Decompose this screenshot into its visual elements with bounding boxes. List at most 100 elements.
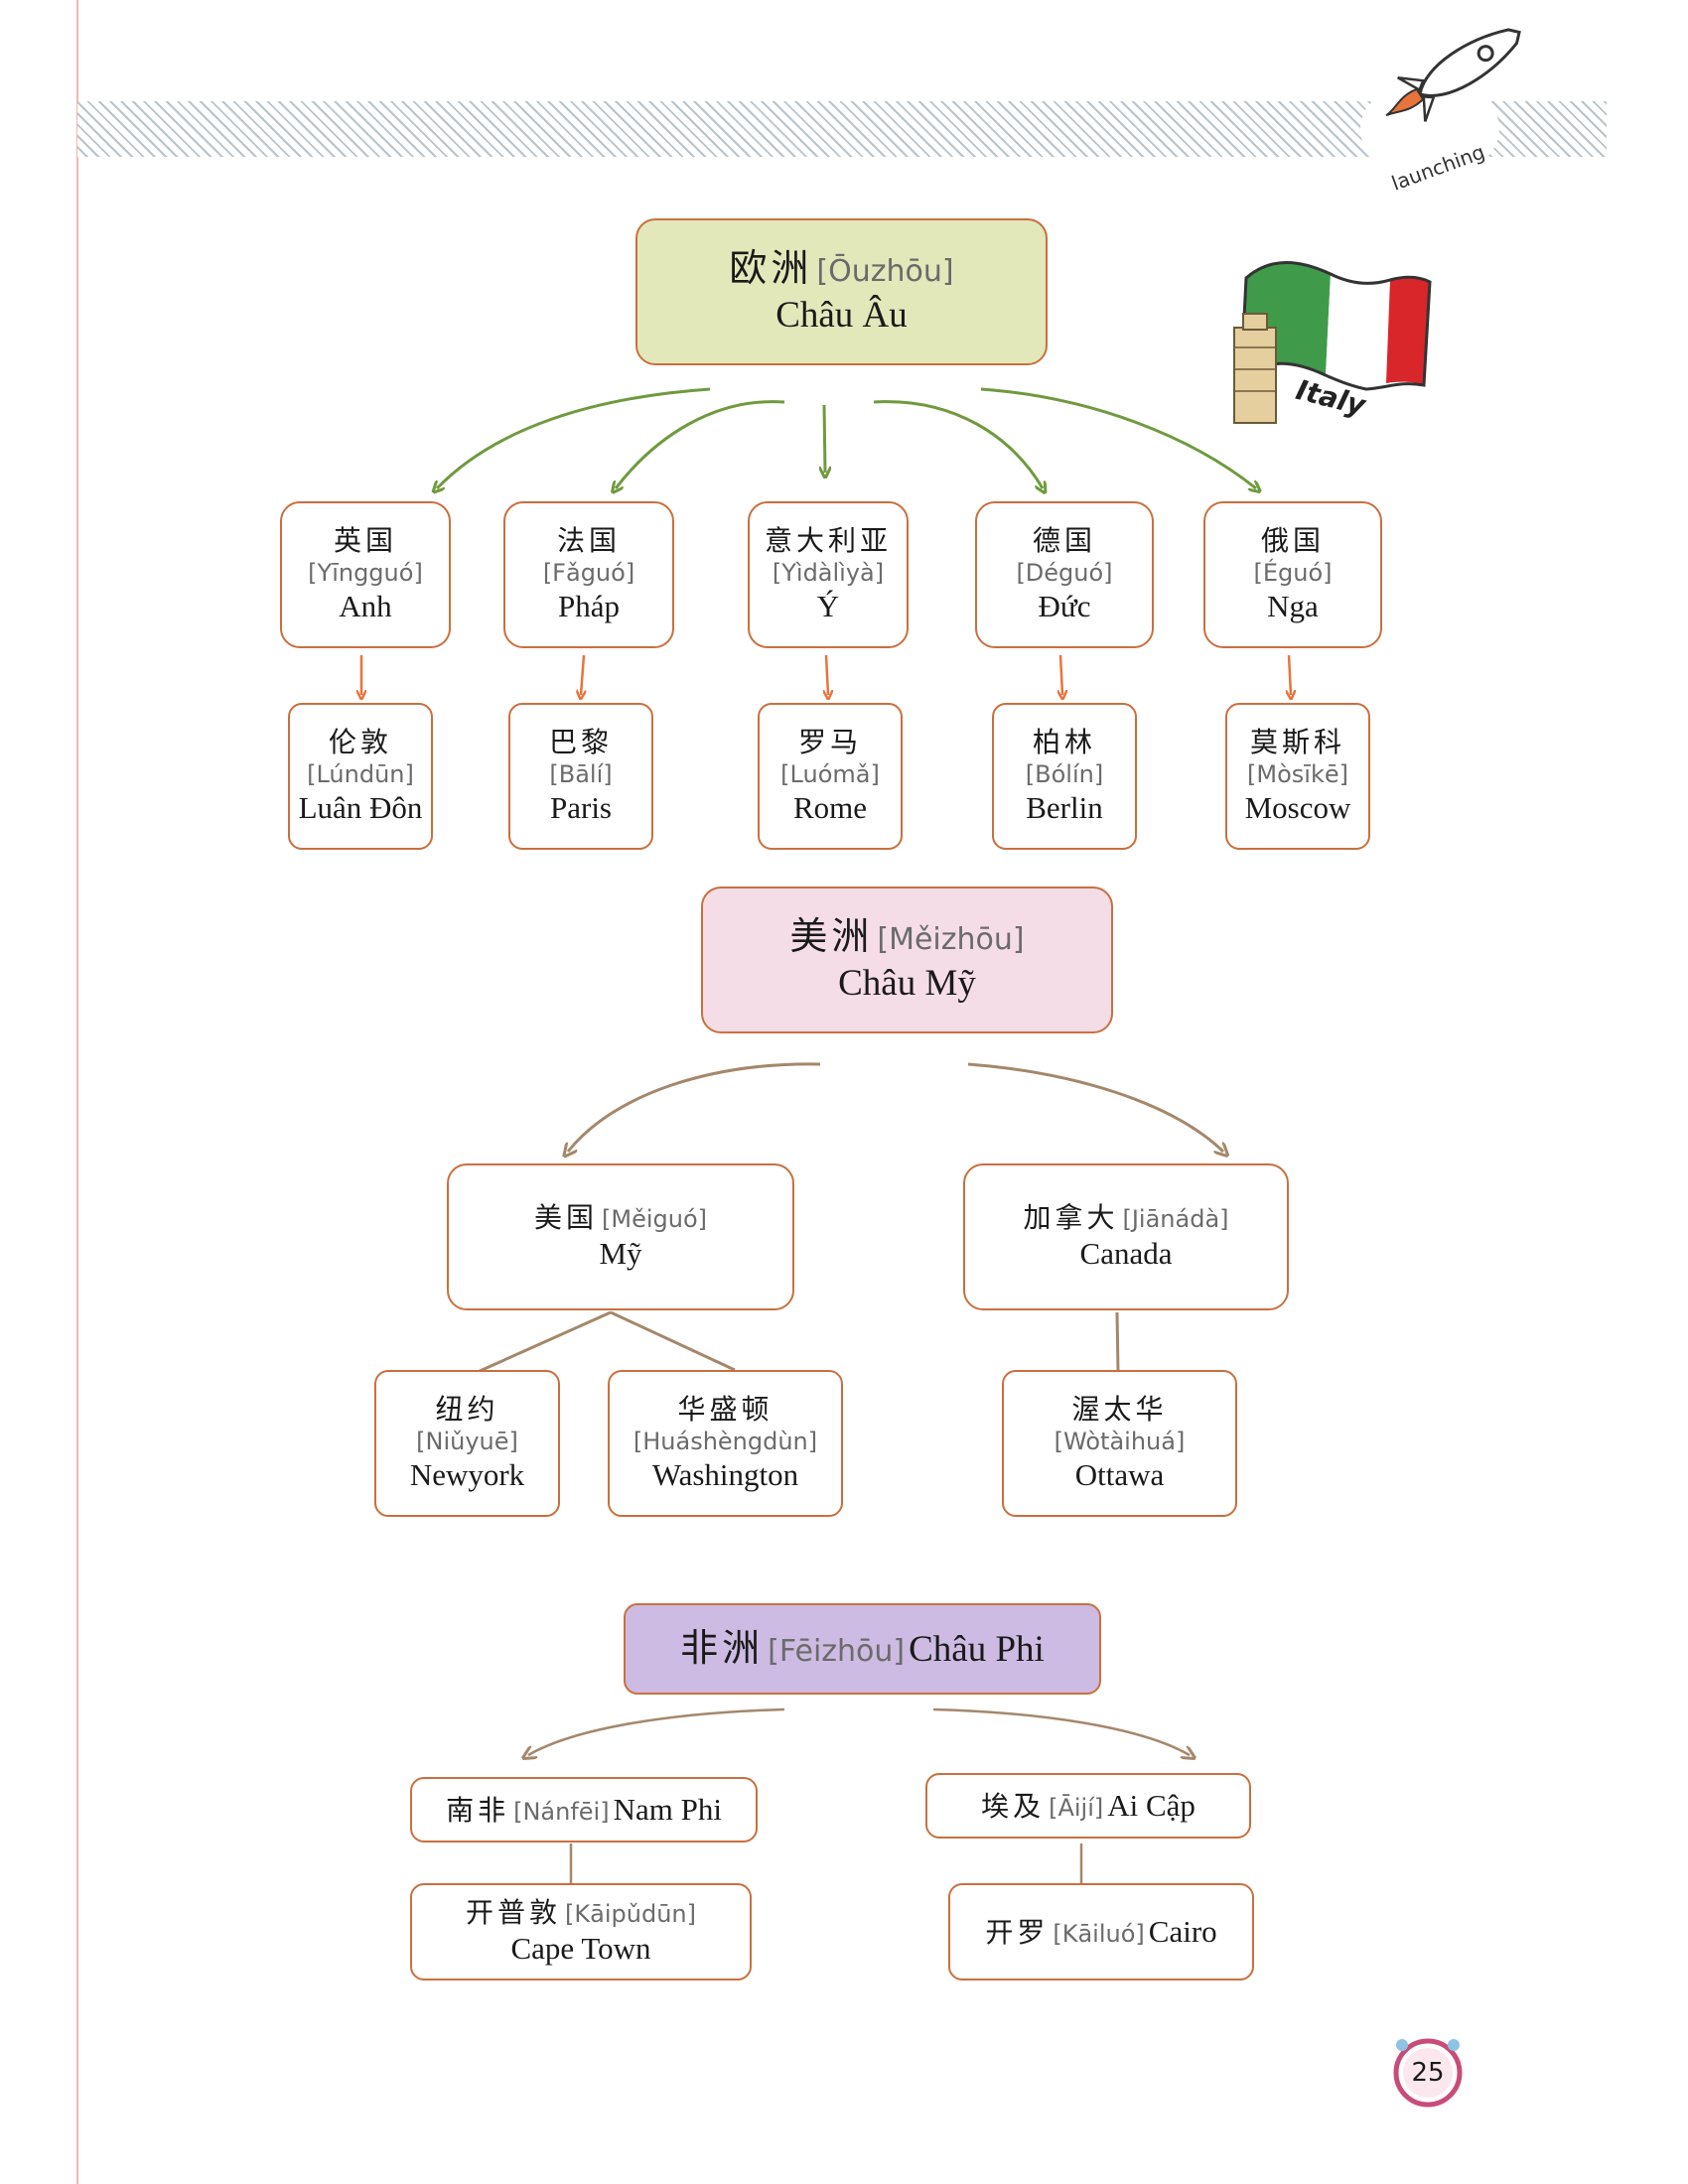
country-zh: 法国 <box>556 524 621 558</box>
europe-connectors <box>437 387 1256 488</box>
continent-america-vi: Châu Mỹ <box>838 962 976 1004</box>
country-zh: 俄国 <box>1260 524 1325 558</box>
country-box-south-africa: 南非 [Nánfēi] Nam Phi <box>410 1777 758 1843</box>
country-pinyin: [Yīngguó] <box>308 559 423 588</box>
capital-box-london: 伦敦 [Lúndūn] Luân Đôn <box>288 703 433 850</box>
continent-box-africa: 非洲 [Fēizhōu] Châu Phi <box>624 1603 1101 1695</box>
capital-pinyin: [Lúndūn] <box>307 760 414 789</box>
country-vi: Mỹ <box>599 1236 642 1272</box>
capital-pinyin: [Bólín] <box>1025 760 1104 789</box>
country-zh: 意大利亚 <box>764 524 892 558</box>
country-pinyin: [Fǎguó] <box>542 559 635 588</box>
country-pinyin: [Éguó] <box>1253 559 1333 588</box>
city-zh: 华盛顿 <box>677 1393 774 1427</box>
continent-box-america: 美洲 [Měizhōu] Châu Mỹ <box>701 887 1113 1033</box>
capital-zh: 罗马 <box>797 726 862 759</box>
rocket-icon <box>1385 28 1521 122</box>
capital-zh: 伦敦 <box>328 726 392 759</box>
country-box-russia: 俄国 [Éguó] Nga <box>1203 501 1382 648</box>
country-pinyin: [Jiānádà] <box>1122 1205 1229 1234</box>
city-box-newyork: 纽约 [Niǔyuē] Newyork <box>374 1370 560 1517</box>
continent-america-pinyin: [Měizhōu] <box>877 922 1025 958</box>
country-box-uk: 英国 [Yīngguó] Anh <box>280 501 451 648</box>
country-pinyin: [Nánfēi] <box>513 1797 610 1826</box>
continent-europe-pinyin: [Ōuzhōu] <box>816 254 954 290</box>
page-number-text: 25 <box>1411 2058 1445 2088</box>
continent-box-europe: 欧洲 [Ōuzhōu] Châu Âu <box>635 218 1048 365</box>
launching-label: launching <box>1388 140 1487 196</box>
header-hatch-band <box>77 101 1607 157</box>
continent-africa-zh: 非洲 <box>680 1625 765 1670</box>
europe-capital-connectors <box>361 654 1291 695</box>
capital-box-paris: 巴黎 [Bālí] Paris <box>508 703 653 850</box>
country-zh: 埃及 <box>981 1789 1046 1823</box>
capital-box-berlin: 柏林 [Bólín] Berlin <box>992 703 1137 850</box>
capital-zh: 开普敦 <box>466 1896 562 1930</box>
country-zh: 德国 <box>1032 524 1096 558</box>
country-vi: Ai Cập <box>1107 1787 1196 1823</box>
country-pinyin: [Měiguó] <box>602 1205 707 1234</box>
city-box-washington: 华盛顿 [Huáshèngdùn] Washington <box>608 1370 843 1517</box>
capital-zh: 巴黎 <box>548 726 613 759</box>
city-vi: Washington <box>651 1457 799 1493</box>
city-zh: 渥太华 <box>1071 1393 1168 1427</box>
country-box-italy: 意大利亚 [Yìdàlìyà] Ý <box>748 501 909 648</box>
city-pinyin: [Huáshèngdùn] <box>633 1428 818 1456</box>
country-box-france: 法国 [Fǎguó] Pháp <box>503 501 674 648</box>
capital-pinyin: [Kāipǔdūn] <box>565 1900 696 1929</box>
country-zh: 加拿大 <box>1023 1201 1119 1235</box>
continent-europe-zh: 欧洲 <box>729 246 813 291</box>
capital-zh: 开罗 <box>985 1915 1050 1949</box>
capital-box-cape-town: 开普敦 [Kāipǔdūn] Cape Town <box>410 1883 752 1980</box>
country-zh: 南非 <box>446 1793 510 1827</box>
capital-box-cairo: 开罗 [Kāiluó] Cairo <box>948 1883 1254 1980</box>
capital-pinyin: [Luómǎ] <box>780 760 880 789</box>
capital-pinyin: [Kāiluó] <box>1053 1919 1145 1948</box>
capital-box-rome: 罗马 [Luómǎ] Rome <box>758 703 903 850</box>
country-pinyin: [Āijí] <box>1049 1793 1104 1822</box>
italy-flag-icon <box>1233 261 1432 424</box>
page-number-badge-icon <box>1393 2038 1463 2108</box>
city-vi: Newyork <box>409 1457 525 1493</box>
country-vi: Đức <box>1038 589 1091 624</box>
africa-connectors <box>528 1707 1190 1883</box>
country-zh: 英国 <box>333 524 397 558</box>
country-box-germany: 德国 [Déguó] Đức <box>975 501 1154 648</box>
capital-vi: Moscow <box>1244 790 1351 826</box>
country-vi: Anh <box>339 589 392 624</box>
country-vi: Nam Phi <box>613 1791 722 1827</box>
capital-vi: Paris <box>550 790 612 826</box>
city-pinyin: [Wòtàihuá] <box>1054 1428 1186 1456</box>
page-margin-line <box>76 0 78 2184</box>
capital-vi: Rome <box>792 790 868 826</box>
country-vi: Canada <box>1079 1236 1173 1272</box>
america-connectors <box>477 1062 1223 1374</box>
city-zh: 纽约 <box>435 1393 499 1427</box>
country-vi: Nga <box>1267 589 1319 624</box>
city-box-ottawa: 渥太华 [Wòtàihuá] Ottawa <box>1002 1370 1237 1517</box>
continent-africa-pinyin: [Fēizhōu] <box>768 1633 906 1669</box>
country-box-egypt: 埃及 [Āijí] Ai Cập <box>925 1773 1251 1839</box>
continent-africa-vi: Châu Phi <box>909 1628 1045 1670</box>
country-pinyin: [Yìdàlìyà] <box>772 559 885 588</box>
capital-vi: Cape Town <box>510 1931 651 1967</box>
continent-america-zh: 美洲 <box>789 914 874 959</box>
capital-box-moscow: 莫斯科 [Mòsīkē] Moscow <box>1225 703 1370 850</box>
continent-europe-vi: Châu Âu <box>775 294 908 336</box>
capital-pinyin: [Mòsīkē] <box>1247 760 1348 789</box>
country-pinyin: [Déguó] <box>1016 559 1113 588</box>
country-vi: Ý <box>816 589 840 624</box>
country-box-usa: 美国 [Měiguó] Mỹ <box>447 1163 794 1310</box>
capital-vi: Berlin <box>1026 790 1103 826</box>
page-number: 25 <box>1392 2037 1464 2109</box>
capital-vi: Cairo <box>1148 1913 1217 1949</box>
country-zh: 美国 <box>533 1201 598 1235</box>
country-box-canada: 加拿大 [Jiānádà] Canada <box>963 1163 1289 1310</box>
city-vi: Ottawa <box>1074 1457 1165 1493</box>
capital-zh: 柏林 <box>1032 726 1096 759</box>
city-pinyin: [Niǔyuē] <box>416 1428 518 1456</box>
country-vi: Pháp <box>558 589 620 624</box>
capital-vi: Luân Đôn <box>298 790 423 826</box>
capital-zh: 莫斯科 <box>1249 726 1345 759</box>
